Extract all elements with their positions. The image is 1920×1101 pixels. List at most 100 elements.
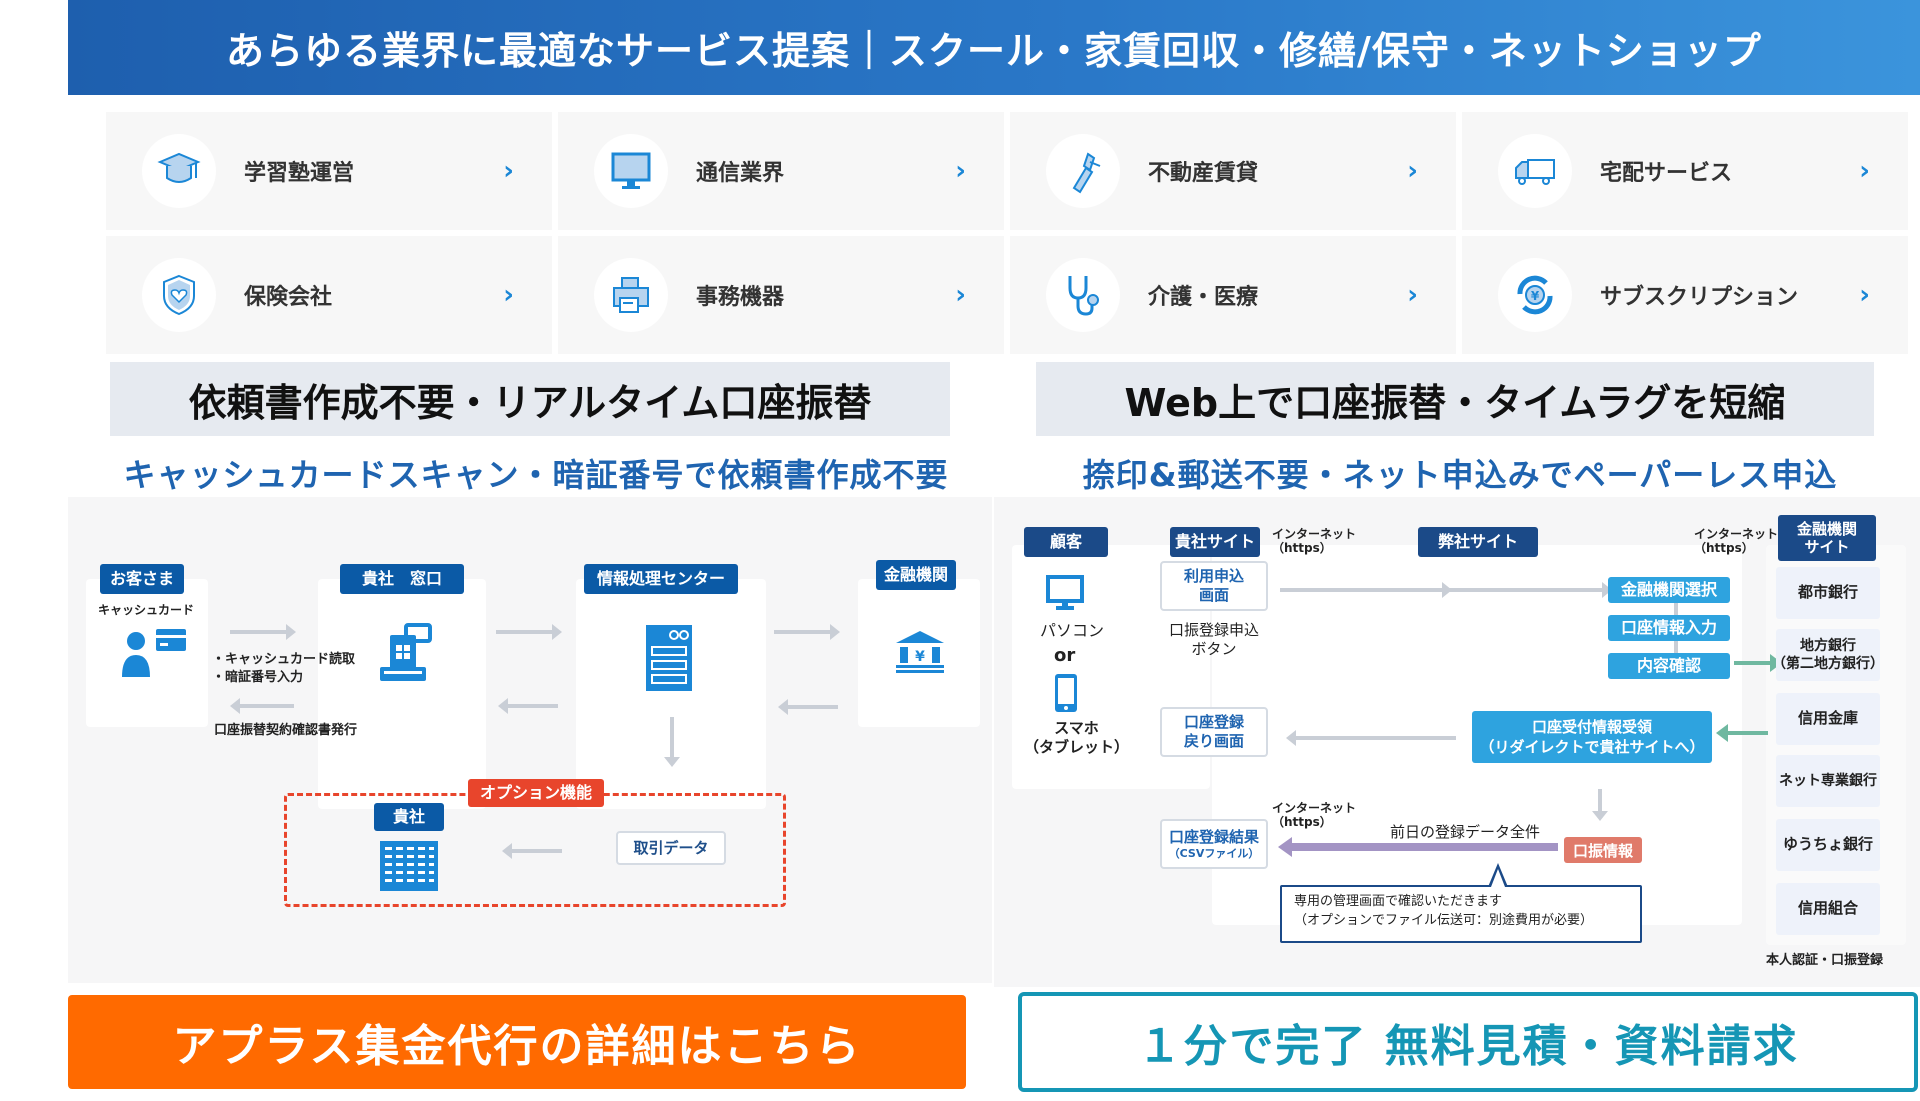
industry-label: サブスクリプション: [1600, 285, 1799, 310]
callout-pointer-inner: [1491, 869, 1505, 887]
internet-https-label: インターネット （https）: [1272, 801, 1357, 830]
svg-text:¥: ¥: [915, 649, 925, 665]
bank-yucho: ゆうちょ銀行: [1776, 819, 1880, 871]
transaction-data-box: 取引データ: [616, 831, 726, 865]
shield-heart-icon: [142, 258, 216, 332]
internet-https-label: インターネット （https）: [1694, 527, 1779, 556]
customer-with-card-icon: [122, 625, 192, 689]
bank-building-icon: ¥: [894, 629, 946, 677]
printer-icon: [594, 258, 668, 332]
free-quote-button[interactable]: １分で完了 無料見積・資料請求: [1018, 992, 1918, 1092]
arrow-right: [230, 624, 296, 640]
green-arrow-right: [1734, 661, 1778, 665]
bank-site-tag: 金融機関 サイト: [1778, 515, 1876, 561]
cash-register-icon: [376, 623, 436, 689]
step-enter-account: 口座情報入力: [1608, 615, 1730, 641]
chevron-right-icon: ›: [503, 280, 514, 310]
banner-title: あらゆる業界に最適なサービス提案｜スクール・家賃回収・修繕/保守・ネットショップ: [226, 29, 1762, 73]
truck-icon: [1498, 134, 1572, 208]
step-select-bank: 金融機関選択: [1608, 577, 1730, 603]
stethoscope-icon: [1046, 258, 1120, 332]
account-received-box: 口座受付情報受領 （リダイレクトで貴社サイトへ）: [1472, 711, 1712, 763]
industry-tile-office-equipment[interactable]: 事務機器 ›: [558, 236, 1004, 354]
purple-arrowhead: [1278, 837, 1292, 857]
company-tag: 貴社: [374, 803, 444, 831]
apply-screen-box: 利用申込 画面: [1160, 561, 1268, 611]
result-title: 口座登録結果: [1168, 827, 1259, 846]
arrow-right: [774, 624, 840, 640]
step-card-read: ・キャッシュカード読取: [212, 652, 356, 667]
details-button-label: アプラス集金代行の詳細はこちら: [172, 1021, 862, 1072]
office-building-icon: [380, 841, 438, 895]
step-confirm: 内容確認: [1608, 653, 1730, 679]
left-heading-text: 依頼書作成不要・リアルタイム口座振替: [188, 380, 872, 425]
arrow-right: [496, 624, 562, 640]
bank-regional: 地方銀行 （第二地方銀行）: [1772, 629, 1884, 681]
bank-online: ネット専業銀行: [1776, 755, 1880, 807]
bank-shinkin: 信用金庫: [1776, 693, 1880, 745]
right-section-subheading: 捺印&郵送不要・ネット申込みでペーパーレス申込: [1082, 456, 1838, 494]
details-button[interactable]: アプラス集金代行の詳細はこちら: [68, 995, 966, 1089]
industry-tile-delivery[interactable]: 宅配サービス ›: [1462, 112, 1908, 230]
left-flow-diagram: お客さま キャッシュカード 貴社 窓口 情報処理センター 金融機関 ¥ ・キャッ…: [68, 497, 992, 983]
chevron-right-icon: ›: [1407, 156, 1418, 186]
internet-https-label: インターネット （https）: [1272, 527, 1357, 556]
industry-tile-real-estate[interactable]: 不動産賃貸 ›: [1010, 112, 1456, 230]
chevron-right-icon: ›: [503, 156, 514, 186]
green-arrow-left: [1724, 731, 1768, 735]
arrow-down: [1592, 789, 1608, 821]
arrow-left: [778, 699, 838, 715]
top-banner: あらゆる業界に最適なサービス提案｜スクール・家賃回収・修繕/保守・ネットショップ: [68, 0, 1920, 95]
industry-tile-subscription[interactable]: ¥ サブスクリプション ›: [1462, 236, 1908, 354]
center-tag: 情報処理センター: [584, 564, 738, 594]
industry-tile-care-medical[interactable]: 介護・医療 ›: [1010, 236, 1456, 354]
industry-label: 事務機器: [696, 285, 785, 310]
industry-tile-telecom[interactable]: 通信業界 ›: [558, 112, 1004, 230]
bank-column: [858, 579, 980, 727]
arrow-left: [1286, 730, 1456, 746]
arrow-down: [664, 717, 680, 767]
or-label: or: [1054, 645, 1076, 666]
smartphone-icon: [1054, 673, 1078, 717]
our-site-tag: 弊社サイト: [1418, 527, 1538, 557]
arrow-right: [1448, 582, 1612, 598]
chevron-right-icon: ›: [1407, 280, 1418, 310]
chevron-right-icon: ›: [955, 280, 966, 310]
green-arrowhead: [1716, 724, 1728, 742]
arrow-left: [498, 698, 558, 714]
left-section-heading: 依頼書作成不要・リアルタイム口座振替: [110, 362, 950, 436]
return-screen-box: 口座登録 戻り画面: [1160, 707, 1268, 757]
center-column: [576, 579, 766, 809]
customer-column: [86, 579, 208, 727]
counter-column: [318, 579, 486, 809]
industry-label: 通信業界: [696, 161, 785, 186]
bank-city: 都市銀行: [1776, 567, 1880, 619]
monitor-icon: [594, 134, 668, 208]
pc-icon: [1046, 575, 1084, 615]
transfer-info-badge: 口振情報: [1564, 837, 1642, 863]
result-sub: （CSVファイル）: [1168, 846, 1260, 860]
chevron-right-icon: ›: [1859, 156, 1870, 186]
arrow-left: [502, 843, 562, 859]
arrow-right: [1280, 582, 1452, 598]
prev-day-data-label: 前日の登録データ全件: [1390, 823, 1541, 841]
industry-grid: 学習塾運営 › 通信業界 › 不動産賃貸 › 宅配サービス › 保険会社 › 事…: [106, 112, 1910, 354]
industry-tile-insurance[interactable]: 保険会社 ›: [106, 236, 552, 354]
option-feature-label: オプション機能: [468, 779, 604, 807]
pc-label: パソコン: [1040, 621, 1105, 640]
step-pin-entry: ・暗証番号入力: [212, 670, 304, 685]
bank-tag: 金融機関: [876, 560, 956, 590]
arrow-left: [230, 698, 294, 714]
keys-icon: [1046, 134, 1120, 208]
customer-tag: お客さま: [100, 564, 184, 594]
issue-confirmation-text: 口座振替契約確認書発行: [214, 723, 358, 738]
right-flow-diagram: 顧客 貴社サイト インターネット （https） 弊社サイト インターネット （…: [994, 497, 1920, 987]
management-callout: 専用の管理画面で確認いただきます （オプションでファイル伝送可：別途費用が必要）: [1280, 885, 1642, 943]
industry-label: 学習塾運営: [244, 161, 355, 186]
industry-label: 保険会社: [244, 285, 333, 310]
free-quote-button-label: １分で完了 無料見積・資料請求: [1137, 1021, 1799, 1072]
smartphone-label: スマホ （タブレット）: [1024, 719, 1130, 756]
industry-label: 宅配サービス: [1600, 161, 1733, 186]
industry-tile-juku[interactable]: 学習塾運営 ›: [106, 112, 552, 230]
industry-label: 不動産賃貸: [1148, 161, 1259, 186]
